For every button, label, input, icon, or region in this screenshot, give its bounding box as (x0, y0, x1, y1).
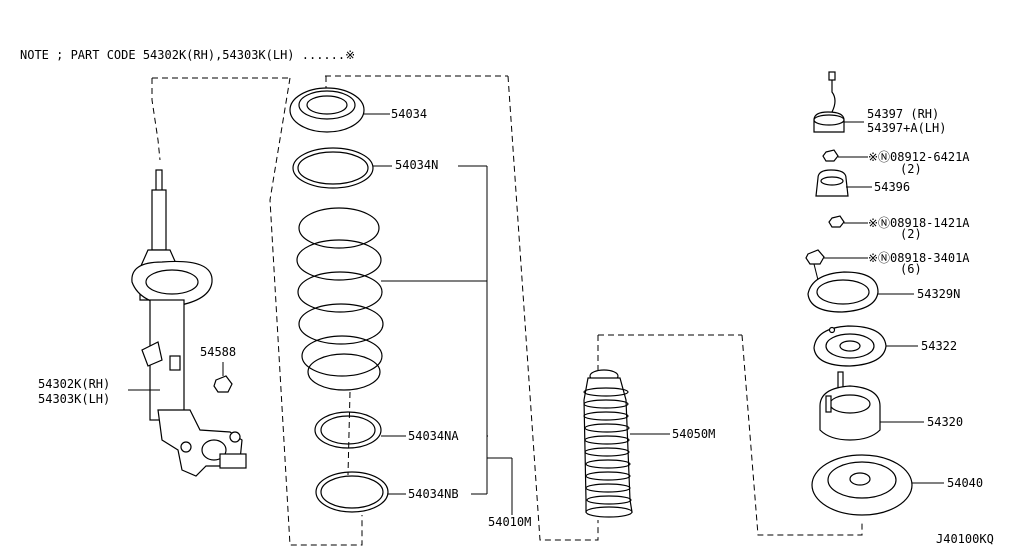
part-54040[interactable] (811, 454, 913, 516)
label-nut3: ※Ⓝ08918-3401A (868, 251, 970, 265)
label-54397-rh: 54397 (RH) (867, 107, 939, 121)
nut-08918-3401A[interactable] (805, 249, 825, 281)
label-54034NB: 54034NB (408, 487, 459, 501)
part-coil-spring[interactable] (296, 207, 384, 391)
dashed-boundaries (151, 75, 863, 546)
label-54588: 54588 (200, 345, 236, 359)
label-54329N: 54329N (917, 287, 960, 301)
part-54034NB[interactable] (315, 471, 389, 513)
part-54320[interactable] (819, 371, 881, 441)
nut-08912-6421A[interactable] (822, 149, 839, 162)
part-code-note: NOTE ; PART CODE 54302K(RH),54303K(LH) .… (20, 48, 355, 62)
diagram-code: J40100KQ (936, 532, 994, 546)
part-54396[interactable] (815, 169, 849, 197)
label-54034N: 54034N (395, 158, 438, 172)
label-strut-rh: 54302K(RH) (38, 377, 110, 391)
label-nut1-qty: (2) (900, 162, 922, 176)
label-54034: 54034 (391, 107, 427, 121)
part-54397[interactable] (813, 71, 845, 133)
part-54034NA[interactable] (314, 411, 382, 449)
label-54040: 54040 (947, 476, 983, 490)
part-54322[interactable] (813, 325, 887, 367)
label-54396: 54396 (874, 180, 910, 194)
label-54034NA: 54034NA (408, 429, 459, 443)
label-nut2-qty: (2) (900, 227, 922, 241)
part-54329N[interactable] (807, 271, 879, 313)
part-54034N[interactable] (292, 147, 374, 189)
nut-08918-1421A[interactable] (828, 215, 845, 228)
label-54320: 54320 (927, 415, 963, 429)
strut-assembly[interactable] (131, 169, 247, 477)
label-nut2: ※Ⓝ08918-1421A (868, 216, 970, 230)
label-54322: 54322 (921, 339, 957, 353)
bracket-54010M (458, 165, 513, 515)
label-54397-lh: 54397+A(LH) (867, 121, 946, 135)
label-strut-lh: 54303K(LH) (38, 392, 110, 406)
part-54588[interactable] (213, 362, 233, 393)
part-54050M[interactable] (583, 369, 633, 518)
label-54010M: 54010M (488, 515, 531, 529)
part-54034[interactable] (289, 87, 365, 133)
label-nut3-qty: (6) (900, 262, 922, 276)
label-54050M: 54050M (672, 427, 715, 441)
label-nut1: ※Ⓝ08912-6421A (868, 150, 970, 164)
